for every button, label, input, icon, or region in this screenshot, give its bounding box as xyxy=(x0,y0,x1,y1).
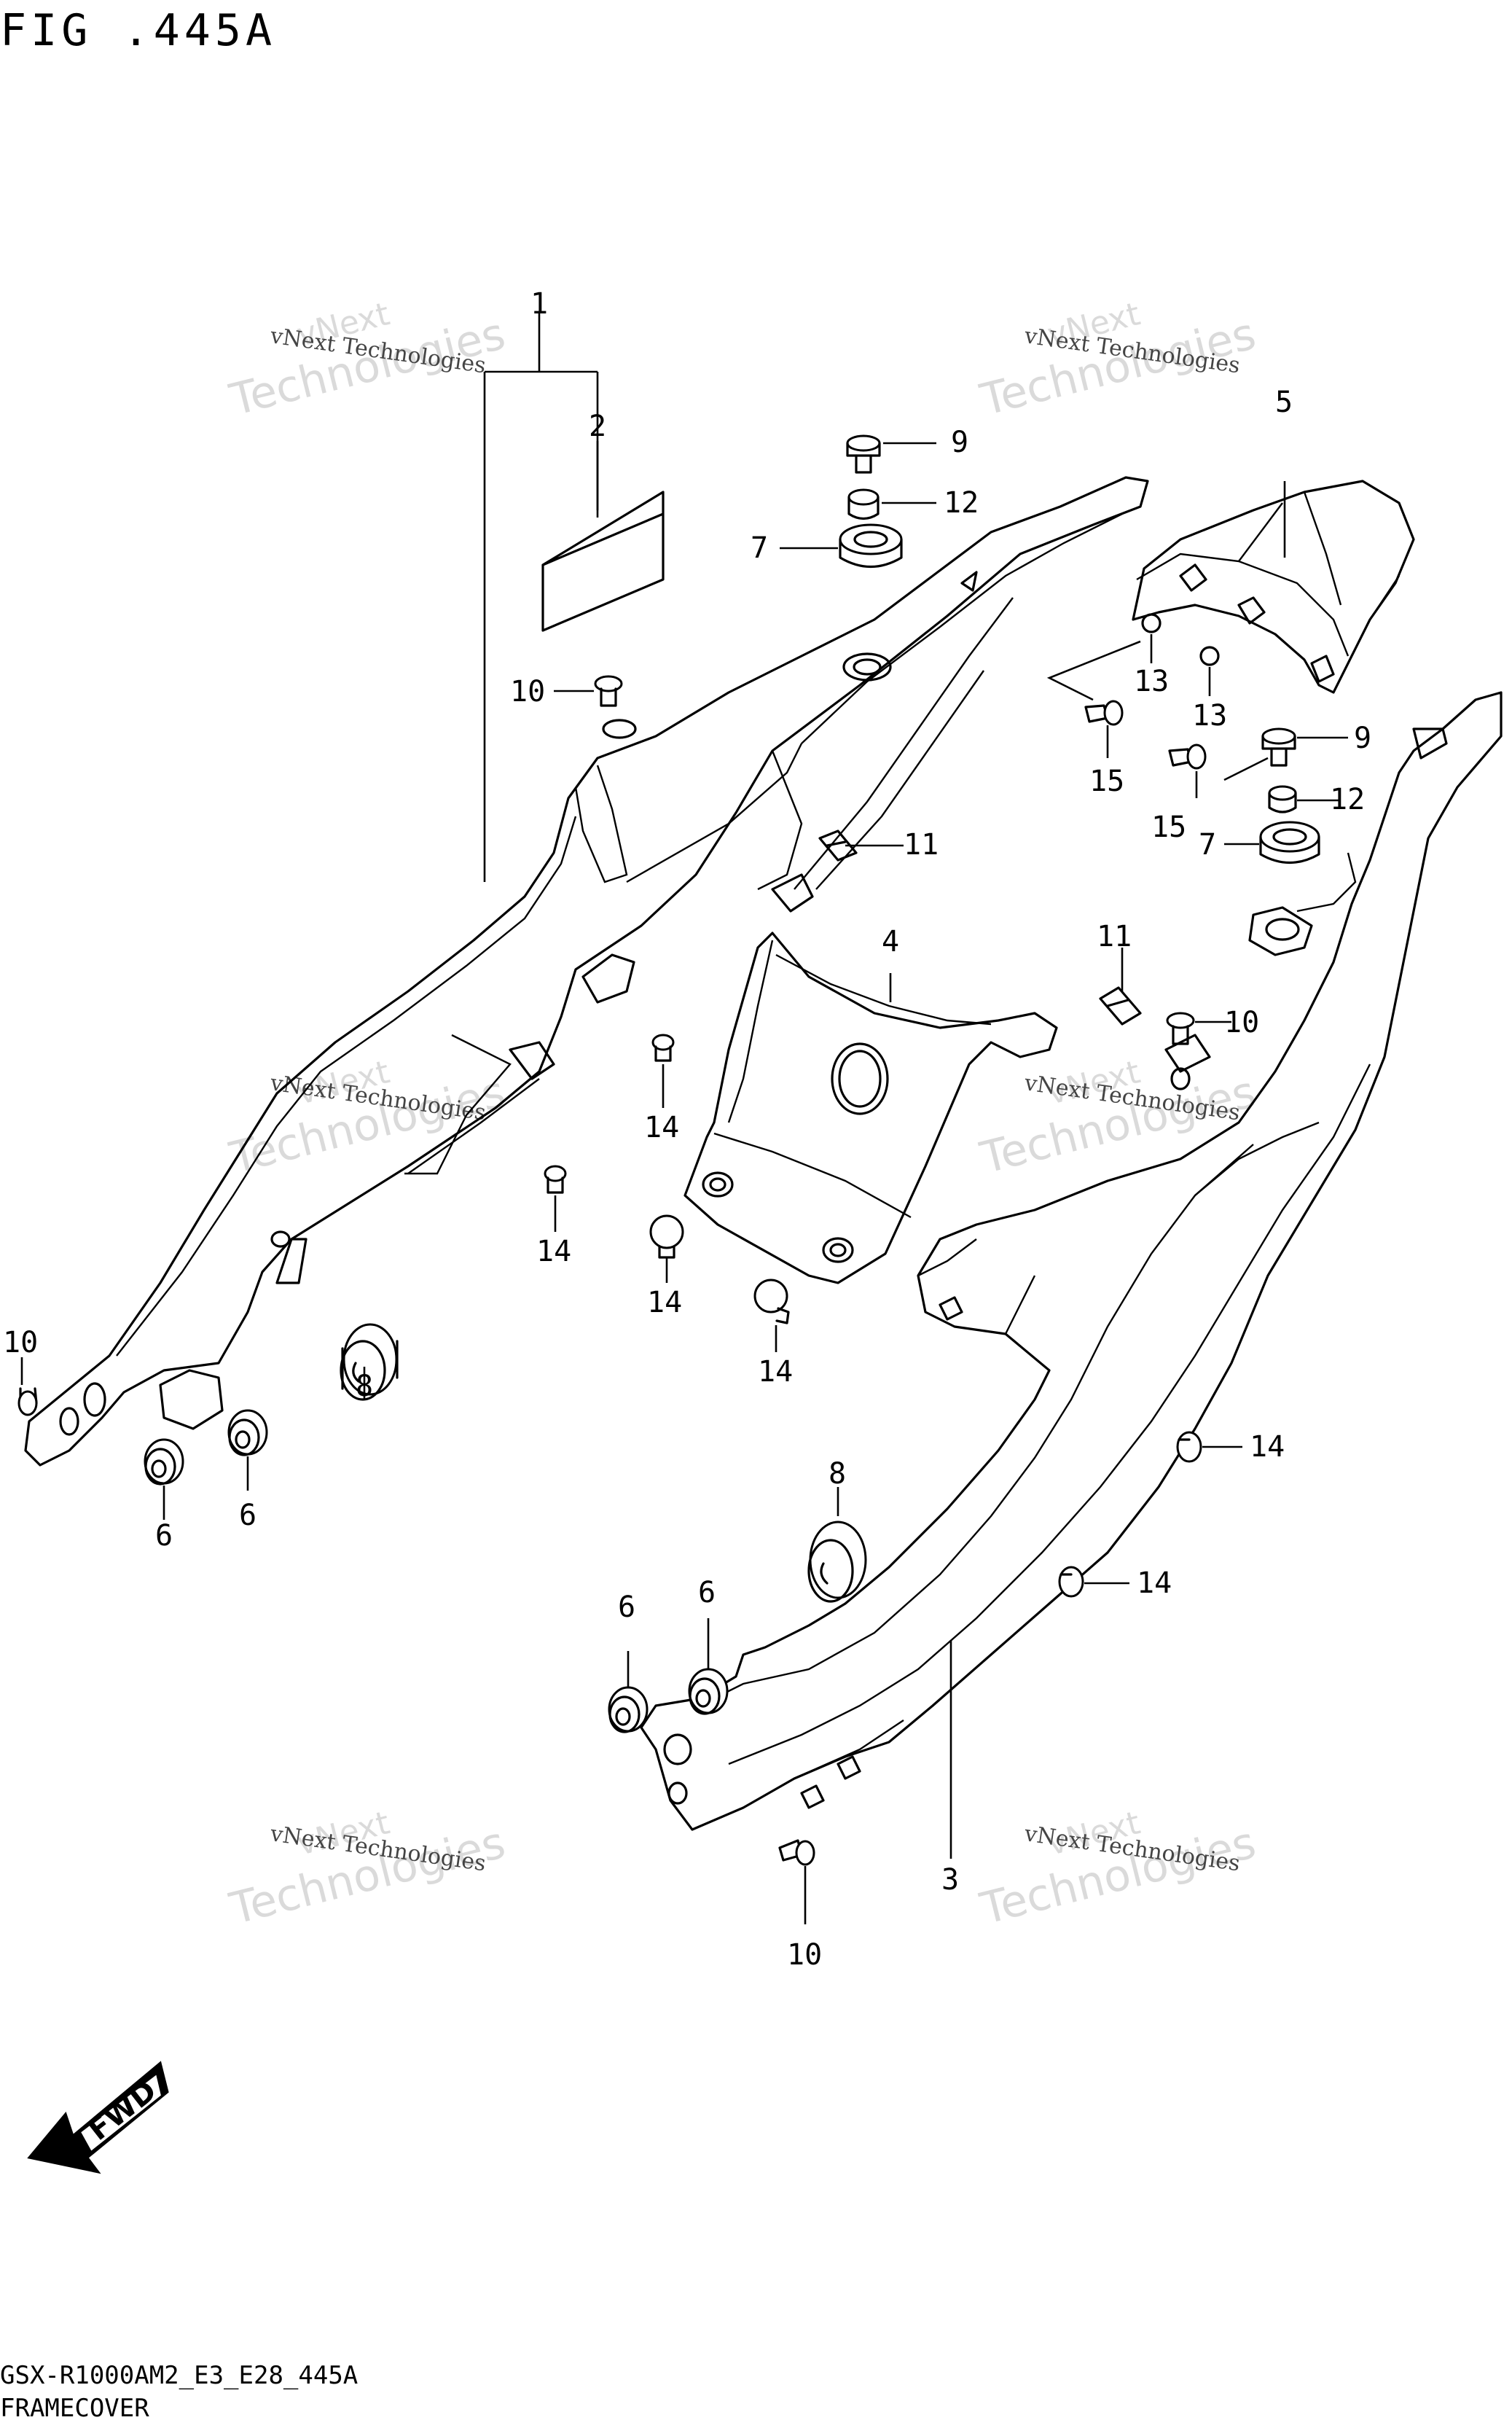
grommet-7-right xyxy=(1259,821,1320,864)
callout-10-bottom: 10 xyxy=(787,1938,822,1972)
callout-2: 2 xyxy=(589,410,606,443)
grommet-6-a xyxy=(144,1438,184,1486)
callout-7-top: 7 xyxy=(751,531,768,565)
callout-14-d: 14 xyxy=(758,1355,793,1389)
screw-10-far-left xyxy=(17,1387,38,1416)
figure-caption: FRAMECOVER xyxy=(0,2394,149,2420)
callout-3: 3 xyxy=(941,1863,959,1897)
callout-10-far-left: 10 xyxy=(3,1326,38,1359)
callout-14-e: 14 xyxy=(1250,1430,1285,1464)
callout-13-b: 13 xyxy=(1192,699,1227,733)
bolt-9-top xyxy=(846,434,881,474)
damper-8-left xyxy=(340,1323,399,1401)
callout-9-right: 9 xyxy=(1354,722,1371,755)
callout-6-a: 6 xyxy=(155,1519,173,1553)
screw-10-right-mid xyxy=(1166,1012,1195,1045)
callout-1: 1 xyxy=(530,287,548,321)
leader-lines xyxy=(20,442,1348,1924)
frame-cover-left xyxy=(24,476,1149,1467)
callout-14-f: 14 xyxy=(1137,1566,1172,1600)
collar-12-top xyxy=(847,488,880,520)
callout-4: 4 xyxy=(882,925,899,959)
plug-13-b xyxy=(1199,646,1220,666)
callout-8-right: 8 xyxy=(829,1457,846,1491)
rivet-14-c xyxy=(649,1214,684,1259)
callout-10-right-mid: 10 xyxy=(1224,1006,1259,1039)
callout-12-top: 12 xyxy=(944,486,979,520)
seat-cowl xyxy=(1132,480,1415,694)
leader-1-bracket xyxy=(483,313,599,882)
tail-cover-center xyxy=(683,873,1058,1284)
screw-10-bottom xyxy=(778,1839,815,1866)
callout-8-left: 8 xyxy=(356,1370,373,1403)
callout-6-b: 6 xyxy=(239,1499,256,1532)
grommet-6-c xyxy=(608,1686,649,1733)
figure-title: FIG .445A xyxy=(0,5,276,56)
callout-labels: 1 2 9 12 7 10 5 13 13 15 15 9 12 7 11 11… xyxy=(3,287,1371,1972)
callout-14-a: 14 xyxy=(644,1111,679,1144)
clip-11-left xyxy=(818,830,858,862)
leader-13-15-bracket xyxy=(1046,640,1269,781)
screw-10-top-left xyxy=(594,675,623,707)
callout-6-c: 6 xyxy=(618,1590,635,1624)
callout-11-left: 11 xyxy=(904,828,939,862)
damper-8-right xyxy=(807,1521,867,1603)
callout-13-a: 13 xyxy=(1134,665,1169,698)
fwd-arrow-badge: FWD xyxy=(27,2061,169,2174)
rivet-14-a xyxy=(651,1034,675,1062)
callout-6-d: 6 xyxy=(698,1576,716,1609)
callout-12-right: 12 xyxy=(1330,783,1365,816)
rivet-14-b xyxy=(544,1165,567,1194)
rivet-14-d xyxy=(753,1279,790,1324)
callout-11-right: 11 xyxy=(1097,920,1132,953)
callout-15-a: 15 xyxy=(1089,765,1124,798)
callout-14-b: 14 xyxy=(536,1235,571,1268)
grommet-6-b xyxy=(227,1409,268,1456)
screw-15-b xyxy=(1168,743,1207,770)
rivet-14-f xyxy=(1058,1566,1084,1598)
fwd-label: FWD xyxy=(82,2074,163,2147)
callout-9-top: 9 xyxy=(951,426,968,459)
screw-15-a xyxy=(1084,700,1124,726)
callout-14-c: 14 xyxy=(647,1286,682,1319)
label-plate xyxy=(541,491,665,632)
plug-13-a xyxy=(1141,613,1162,633)
model-code: GSX-R1000AM2_E3_E28_445A xyxy=(0,2361,358,2390)
callout-10-top-left: 10 xyxy=(510,675,545,709)
clip-11-right xyxy=(1099,986,1142,1026)
callout-5: 5 xyxy=(1275,386,1293,419)
collar-12-right xyxy=(1268,785,1297,813)
grommet-7-top xyxy=(839,523,903,569)
grommet-6-d xyxy=(688,1668,729,1715)
rivet-14-e xyxy=(1176,1431,1202,1463)
callout-15-b: 15 xyxy=(1151,811,1186,844)
bolt-9-right xyxy=(1261,727,1296,767)
frame-cover-right xyxy=(640,691,1503,1831)
callout-7-right: 7 xyxy=(1199,828,1216,862)
